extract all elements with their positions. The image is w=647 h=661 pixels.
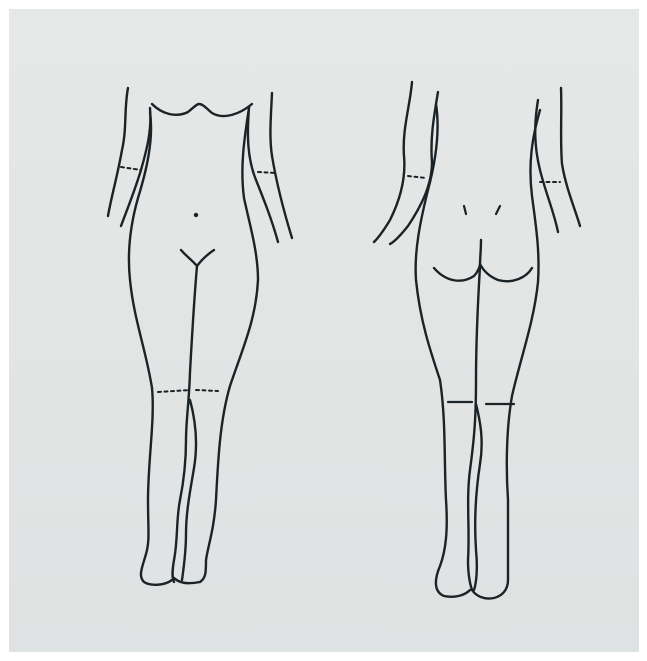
front-right-arm [270,93,292,238]
front-inner-leg-right [182,400,196,580]
front-right-arm-inner [248,107,278,242]
back-gluteal-cleft [480,240,481,266]
front-right-knee-dash [196,390,218,391]
front-chest-line [152,104,252,116]
back-right-dimple [496,206,500,214]
back-right-arm-inner [535,100,558,232]
back-inner-legs [468,266,480,590]
back-left-arm [374,82,412,242]
front-right-arm-dash [258,172,276,173]
front-left-knee-dash [158,390,190,392]
front-groin [181,250,214,266]
back-right-body-outline [472,110,540,599]
back-right-arm [561,88,580,226]
front-view-figure [108,88,292,585]
back-left-arm-dash [408,176,426,178]
front-inner-legs [173,266,198,582]
front-left-arm [108,88,128,216]
front-left-arm-dash [121,167,141,170]
back-buttocks [434,264,532,281]
back-left-dimple [464,206,466,214]
back-left-arm-inner [390,92,438,244]
back-view-figure [374,82,580,599]
front-left-body-outline [129,112,172,585]
front-navel [194,213,198,217]
